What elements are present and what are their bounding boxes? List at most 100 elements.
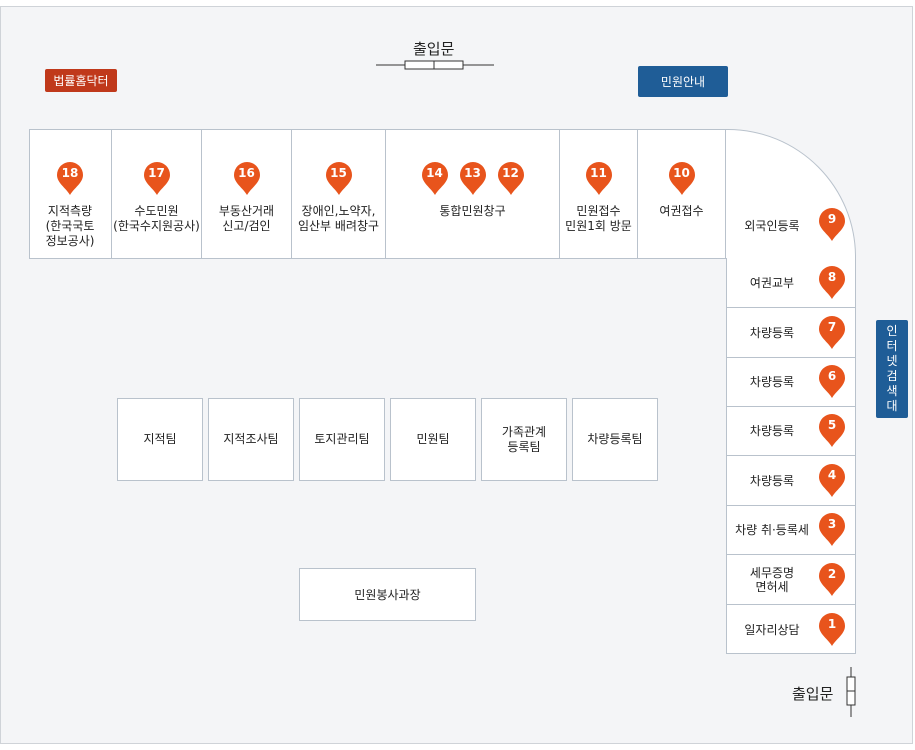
counter-label-line: 임산부 배려창구: [297, 219, 380, 233]
counter-label-line: 신고/검인: [222, 219, 271, 233]
counter-number: 18: [61, 166, 79, 180]
counter-pins: 17: [143, 162, 171, 196]
counter-pins: 15: [325, 162, 353, 196]
counter-label-line: 부동산거래: [218, 204, 275, 218]
counter-number: 7: [827, 319, 837, 334]
counter-window: 차량등록 5: [726, 407, 856, 456]
counter-label: 장애인,노약자,임산부 배려창구: [298, 204, 379, 234]
counter-label: 여권교부: [726, 276, 818, 290]
counter-label: 통합민원창구: [439, 204, 505, 219]
counter-number-pin-icon: 14: [421, 162, 449, 196]
counter-number-pin-icon: 17: [143, 162, 171, 196]
counter-number: 16: [238, 166, 255, 180]
internet-badge-char: 대: [886, 399, 898, 413]
counter-label-line: 민원접수: [576, 204, 621, 218]
counter-window: 15 장애인,노약자,임산부 배려창구: [292, 129, 386, 259]
counter-label-line: 여권교부: [749, 275, 795, 290]
top-entrance-door-icon: [376, 60, 494, 70]
counter-label-line: 민원1회 방문: [565, 219, 632, 233]
counter-number-pin-icon: 8: [818, 265, 846, 300]
counter-window: 여권교부 8: [726, 258, 856, 308]
counter-label: 일자리상담: [726, 623, 818, 637]
counter-number-pin-icon: 1: [818, 612, 846, 647]
counter-number-pin-icon: 16: [233, 162, 261, 196]
counter-number-pin-icon: 6: [818, 365, 846, 399]
counter-window: 차량등록 6: [726, 358, 856, 407]
civil-info-badge: 민원안내: [638, 66, 728, 97]
counter-label: 수도민원(한국수지원공사): [113, 204, 200, 234]
counter-number-pin-icon: 13: [459, 162, 487, 196]
team-name: 지적팀: [143, 432, 176, 447]
counter-number-pin-icon: 3: [818, 513, 846, 547]
counter-window: 일자리상담 1: [726, 605, 856, 654]
counter-label: 외국인등록: [744, 218, 800, 233]
counter-number: 10: [673, 166, 690, 180]
team-name: 차량등록팀: [587, 432, 642, 447]
counter-number-pin-icon: 4: [818, 463, 846, 498]
counter-label-line: 면허세: [755, 579, 789, 594]
counter-label-line: 지적측량: [47, 204, 93, 218]
counter-number: 11: [590, 166, 607, 180]
counter-number: 5: [827, 418, 837, 432]
team-name: 토지관리팀: [314, 432, 369, 447]
team-desk: 차량등록팀: [572, 398, 658, 481]
counter-window: 17 수도민원(한국수지원공사): [112, 129, 202, 259]
counter-label-line: 차량등록: [749, 375, 795, 389]
counter-label: 여권접수: [659, 204, 703, 219]
counter-number-pin-icon: 11: [585, 162, 613, 196]
internet-badge-char: 인: [886, 324, 898, 338]
counter-number: 1: [827, 616, 837, 631]
internet-badge-char: 터: [886, 339, 898, 353]
counter-label-line: 수도민원: [134, 204, 179, 218]
team-name-line: 지적조사팀: [223, 432, 279, 446]
counter-label-line: 장애인,노약자,: [301, 204, 376, 218]
counter-window: 10 여권접수: [638, 129, 726, 259]
counter-label-line: 일자리상담: [744, 622, 800, 637]
counter-number: 8: [827, 269, 837, 284]
counter-number: 17: [148, 166, 165, 180]
counter-number-pin-icon: 2: [818, 562, 846, 597]
counter-label-line: 차량등록: [749, 473, 795, 488]
counter-number-pin-icon: 10: [668, 162, 696, 196]
team-name: 민원팀: [416, 432, 449, 447]
internet-badge-char: 넷: [886, 354, 898, 368]
team-desk: 지적조사팀: [208, 398, 294, 481]
team-desk: 지적팀: [117, 398, 203, 481]
counter-number: 9: [827, 212, 837, 226]
counter-number: 14: [426, 166, 443, 180]
counter-number-pin-icon: 7: [818, 315, 846, 350]
corner-counter-content: 외국인등록 9: [726, 208, 856, 242]
internet-badge-char: 색: [886, 384, 898, 398]
team-name-line: 등록팀: [507, 439, 541, 454]
counter-label-line: 통합민원창구: [439, 204, 506, 218]
top-entrance-label: 출입문: [413, 40, 455, 58]
counter-number: 4: [827, 467, 837, 482]
bottom-entrance-door-icon: [846, 667, 856, 717]
counter-number: 3: [827, 517, 837, 531]
team-name-line: 지적팀: [143, 432, 177, 446]
counter-label: 차량등록: [726, 375, 818, 389]
counter-label-line: 여권접수: [659, 204, 704, 218]
counter-label: 차량등록: [726, 326, 818, 340]
counter-number: 13: [464, 166, 481, 180]
counter-number: 2: [827, 566, 837, 581]
counter-label: 차량등록: [726, 424, 818, 438]
legal-home-doctor-badge: 법률홈닥터: [45, 69, 117, 92]
counter-window: 차량등록 4: [726, 456, 856, 506]
team-desk: 토지관리팀: [299, 398, 385, 481]
internet-badge-char: 검: [886, 369, 898, 383]
counter-label-line: (한국국토: [45, 219, 95, 233]
bottom-entrance-label: 출입문: [792, 685, 834, 703]
counter-pins: 18: [56, 162, 84, 196]
